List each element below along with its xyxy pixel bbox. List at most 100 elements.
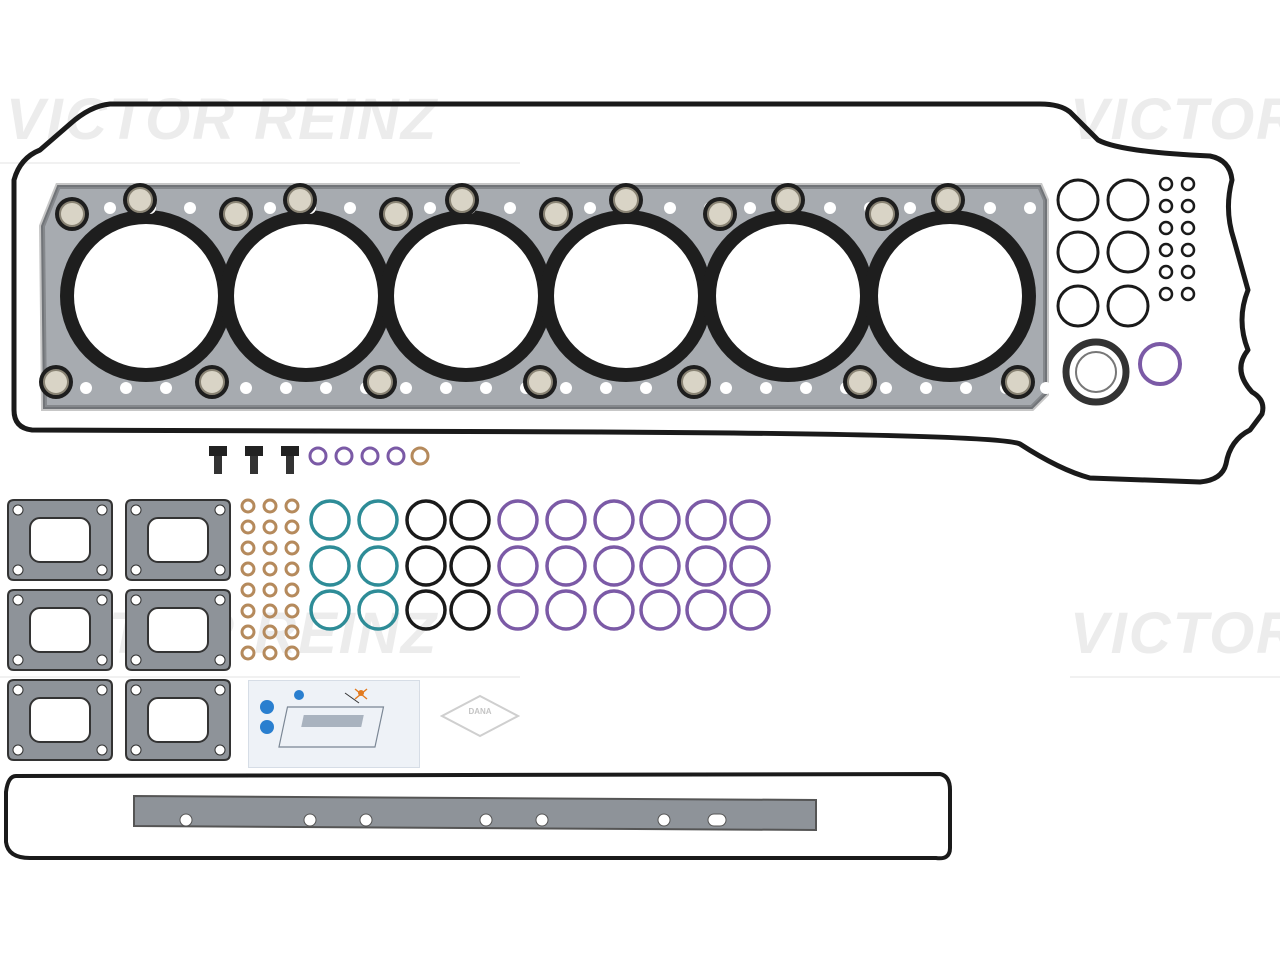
coolant-hole	[400, 382, 412, 394]
coolant-hole	[80, 382, 92, 394]
cylinder-bore	[716, 224, 860, 368]
o-ring	[1056, 284, 1100, 328]
manifold-bolt-hole	[12, 684, 24, 696]
coolant-hole	[744, 202, 756, 214]
o-ring	[685, 499, 727, 541]
coolant-hole	[160, 382, 172, 394]
o-ring	[497, 499, 539, 541]
strip-slot	[707, 813, 727, 827]
head-bolt	[245, 446, 263, 456]
o-ring	[639, 545, 681, 587]
o-ring	[1138, 342, 1182, 386]
o-ring	[449, 545, 491, 587]
strip-hole	[179, 813, 193, 827]
cylinder-bore	[394, 224, 538, 368]
manifold-bolt-hole	[12, 594, 24, 606]
cylinder-bore	[74, 224, 218, 368]
coolant-hole	[904, 202, 916, 214]
injector-seal	[240, 519, 256, 535]
exhaust-port	[29, 607, 91, 653]
manifold-bolt-hole	[130, 504, 142, 516]
valve-cover-gasket	[11, 101, 1266, 485]
injector-seal	[240, 645, 256, 661]
o-ring	[405, 545, 447, 587]
coolant-hole	[440, 382, 452, 394]
small-o-ring	[1180, 286, 1196, 302]
o-ring	[1056, 178, 1100, 222]
cross-line	[354, 688, 368, 700]
coolant-hole	[664, 202, 676, 214]
o-ring	[685, 545, 727, 587]
shaft-seal	[1062, 338, 1130, 406]
small-seal	[410, 446, 430, 466]
head-bolt	[281, 446, 299, 456]
small-seal	[360, 446, 380, 466]
coolant-hole	[264, 202, 276, 214]
o-ring	[309, 499, 351, 541]
watermark-rule	[1070, 676, 1280, 678]
head-gasket-edge	[38, 183, 1049, 411]
manifold-bolt-hole	[96, 564, 108, 576]
leaflet-diagram	[260, 688, 385, 748]
manifold-bolt-hole	[96, 744, 108, 756]
bolt-grommet	[775, 187, 801, 213]
injector-seal	[262, 645, 278, 661]
head-bolt	[209, 446, 227, 456]
injector-seal	[240, 582, 256, 598]
bolt-grommet	[59, 201, 85, 227]
arrow-line	[344, 692, 360, 704]
manifold-bolt-hole	[130, 654, 142, 666]
o-ring	[729, 589, 771, 631]
coolant-hole	[504, 202, 516, 214]
small-o-ring	[1158, 220, 1174, 236]
strip-hole	[303, 813, 317, 827]
strip-hole	[535, 813, 549, 827]
watermark-logo: VICTOR	[1070, 601, 1280, 666]
coolant-hole	[344, 202, 356, 214]
strip-hole	[479, 813, 493, 827]
o-ring	[449, 589, 491, 631]
injector-seal	[240, 624, 256, 640]
o-ring	[729, 499, 771, 541]
small-o-ring	[1180, 264, 1196, 280]
manifold-bolt-hole	[130, 564, 142, 576]
bolt-grommet	[287, 187, 313, 213]
bolt-grommet	[383, 201, 409, 227]
coolant-hole	[800, 382, 812, 394]
coolant-hole	[824, 202, 836, 214]
coolant-hole	[880, 382, 892, 394]
o-ring	[729, 545, 771, 587]
o-ring	[545, 499, 587, 541]
o-ring	[309, 545, 351, 587]
manifold-bolt-hole	[96, 594, 108, 606]
manifold-bolt-hole	[214, 594, 226, 606]
coolant-hole	[424, 202, 436, 214]
injector-seal	[240, 603, 256, 619]
tool-icon	[260, 720, 274, 734]
coolant-hole	[240, 382, 252, 394]
cylinder-bore	[878, 224, 1022, 368]
o-ring	[449, 499, 491, 541]
manifold-bolt-hole	[12, 654, 24, 666]
o-ring	[1106, 230, 1150, 274]
manifold-bolt-hole	[12, 744, 24, 756]
manifold-bolt-hole	[214, 564, 226, 576]
head-bolt-shank	[250, 456, 258, 474]
injector-seal	[284, 582, 300, 598]
manifold-bolt-hole	[214, 504, 226, 516]
manifold-bolt-hole	[214, 684, 226, 696]
small-o-ring	[1158, 286, 1174, 302]
coolant-hole	[720, 382, 732, 394]
o-ring	[357, 589, 399, 631]
coolant-hole	[480, 382, 492, 394]
injector-seal	[284, 645, 300, 661]
manifold-bolt-hole	[96, 684, 108, 696]
manifold-bolt-hole	[214, 744, 226, 756]
o-ring	[405, 499, 447, 541]
o-ring	[639, 589, 681, 631]
injector-seal	[262, 624, 278, 640]
coolant-hole	[920, 382, 932, 394]
injector-seal	[284, 498, 300, 514]
o-ring	[545, 545, 587, 587]
manifold-bolt-hole	[130, 594, 142, 606]
